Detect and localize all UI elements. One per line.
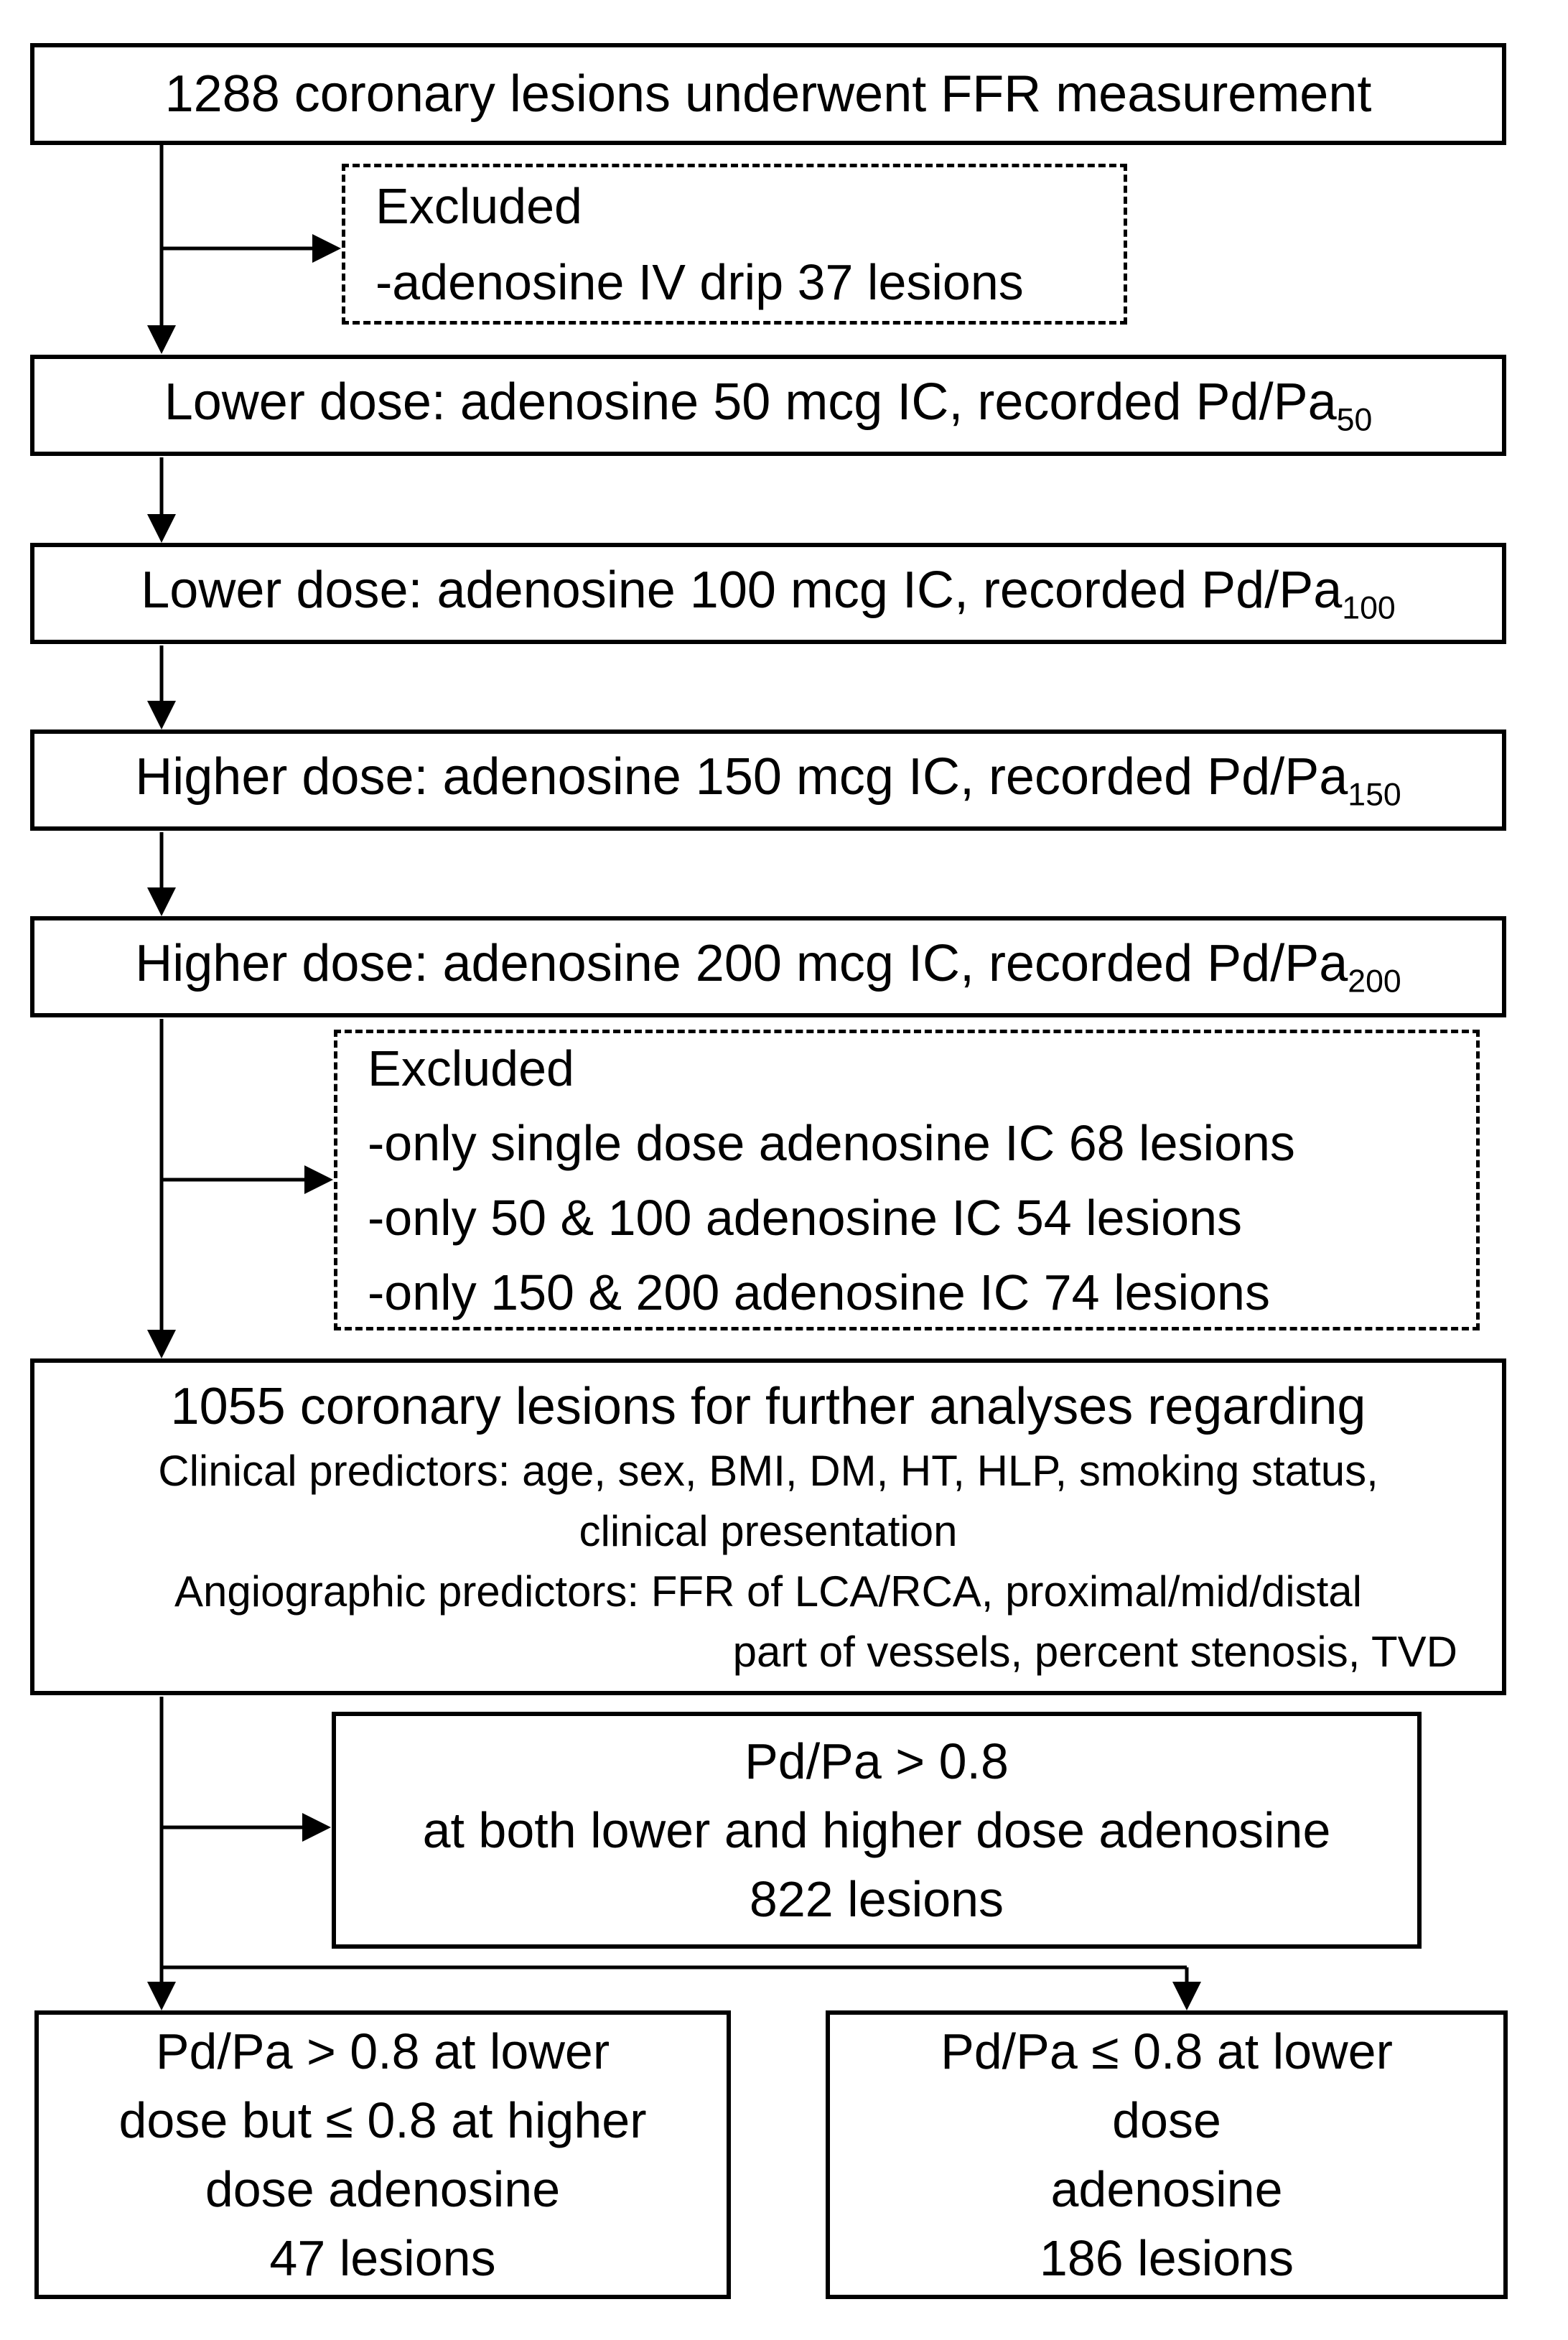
concordant-negative-criterion: Pd/Pa > 0.8 <box>745 1733 1009 1789</box>
discordant-count: 47 lesions <box>269 2230 496 2286</box>
discordant-line3: dose adenosine <box>205 2161 561 2217</box>
excluded-title: Excluded <box>375 178 582 234</box>
discordant-line1: Pd/Pa > 0.8 at lower <box>155 2023 610 2079</box>
analysis-clinical-presentation: clinical presentation <box>579 1506 958 1555</box>
node-discordant: Pd/Pa > 0.8 at lower dose but ≤ 0.8 at h… <box>34 2010 731 2299</box>
concordant-positive-line2: dose <box>1112 2092 1221 2148</box>
node-dose-100: Lower dose: adenosine 100 mcg IC, record… <box>30 543 1506 644</box>
excluded-item: -only single dose adenosine IC 68 lesion… <box>368 1114 1295 1171</box>
pdpa-subscript: 150 <box>1348 777 1401 813</box>
node-enrollment-text: 1288 coronary lesions underwent FFR meas… <box>164 65 1372 123</box>
node-concordant-negative: Pd/Pa > 0.8 at both lower and higher dos… <box>332 1712 1422 1949</box>
node-dose-150: Higher dose: adenosine 150 mcg IC, recor… <box>30 729 1506 831</box>
pdpa-subscript: 200 <box>1348 964 1401 999</box>
excluded-item: -adenosine IV drip 37 lesions <box>375 254 1024 310</box>
node-dose-50-text: Lower dose: adenosine 50 mcg IC, recorde… <box>164 373 1373 438</box>
node-analysis: 1055 coronary lesions for further analys… <box>30 1358 1506 1695</box>
excluded-title: Excluded <box>368 1040 574 1096</box>
node-excluded-partial: Excluded -only single dose adenosine IC … <box>334 1030 1480 1330</box>
analysis-title: 1055 coronary lesions for further analys… <box>170 1377 1366 1435</box>
concordant-negative-count: 822 lesions <box>749 1871 1004 1927</box>
pdpa-subscript: 50 <box>1336 402 1373 438</box>
analysis-angiographic-predictors: Angiographic predictors: FFR of LCA/RCA,… <box>174 1567 1362 1616</box>
excluded-item: -only 50 & 100 adenosine IC 54 lesions <box>368 1189 1243 1246</box>
concordant-negative-detail: at both lower and higher dose adenosine <box>422 1802 1331 1858</box>
concordant-positive-line3: adenosine <box>1050 2161 1283 2217</box>
pdpa-subscript: 100 <box>1342 590 1396 626</box>
concordant-positive-line1: Pd/Pa ≤ 0.8 at lower <box>941 2023 1393 2079</box>
node-dose-50: Lower dose: adenosine 50 mcg IC, recorde… <box>30 355 1506 456</box>
analysis-angiographic-continued: part of vessels, percent stenosis, TVD <box>732 1627 1457 1676</box>
node-dose-200: Higher dose: adenosine 200 mcg IC, recor… <box>30 916 1506 1017</box>
node-excluded-iv: Excluded -adenosine IV drip 37 lesions <box>342 164 1127 325</box>
node-enrollment: 1288 coronary lesions underwent FFR meas… <box>30 43 1506 145</box>
analysis-clinical-predictors: Clinical predictors: age, sex, BMI, DM, … <box>158 1446 1378 1495</box>
excluded-item: -only 150 & 200 adenosine IC 74 lesions <box>368 1264 1270 1320</box>
concordant-positive-count: 186 lesions <box>1039 2230 1294 2286</box>
discordant-line2: dose but ≤ 0.8 at higher <box>118 2092 647 2148</box>
node-dose-100-text: Lower dose: adenosine 100 mcg IC, record… <box>141 561 1396 626</box>
node-dose-200-text: Higher dose: adenosine 200 mcg IC, recor… <box>135 934 1401 999</box>
node-concordant-positive: Pd/Pa ≤ 0.8 at lower dose adenosine 186 … <box>826 2010 1508 2299</box>
node-dose-150-text: Higher dose: adenosine 150 mcg IC, recor… <box>135 747 1401 813</box>
